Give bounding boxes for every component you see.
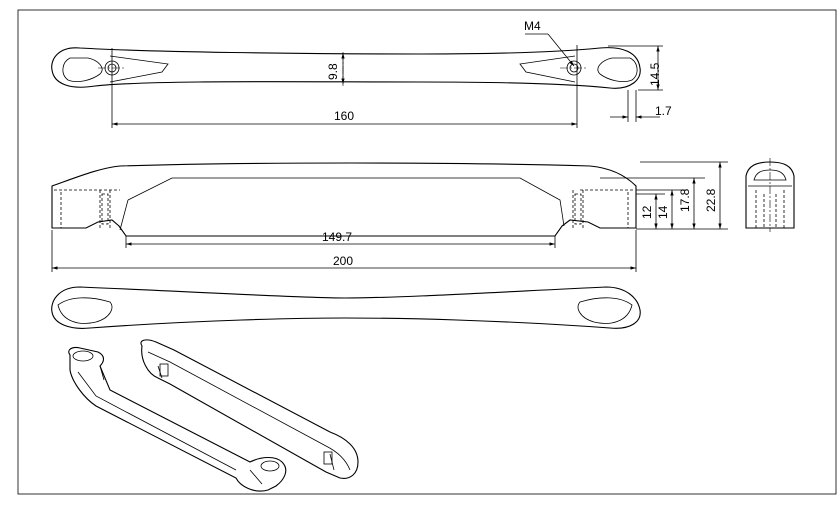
total-length-label: 200 bbox=[333, 254, 353, 268]
h17-label: 17.8 bbox=[678, 188, 692, 212]
thread-label: M4 bbox=[524, 19, 541, 33]
end-view bbox=[745, 158, 795, 232]
isometric-view-right bbox=[140, 339, 359, 479]
side-view bbox=[51, 162, 637, 237]
h22-label: 22.8 bbox=[704, 188, 718, 212]
h14-label: 14 bbox=[656, 205, 670, 219]
inner-length-label: 149.7 bbox=[322, 230, 352, 244]
h12-label: 12 bbox=[640, 205, 654, 219]
hole-spacing-label: 160 bbox=[334, 109, 354, 123]
bottom-view bbox=[51, 286, 641, 329]
isometric-view-left bbox=[68, 346, 287, 492]
drawing-frame bbox=[17, 9, 837, 495]
top-view-dimensions bbox=[112, 33, 663, 126]
end-height-label: 14.5 bbox=[648, 62, 662, 86]
end-offset-label: 1.7 bbox=[655, 104, 672, 118]
side-view-dimensions bbox=[51, 161, 728, 272]
top-height-label: 9.8 bbox=[326, 63, 340, 80]
